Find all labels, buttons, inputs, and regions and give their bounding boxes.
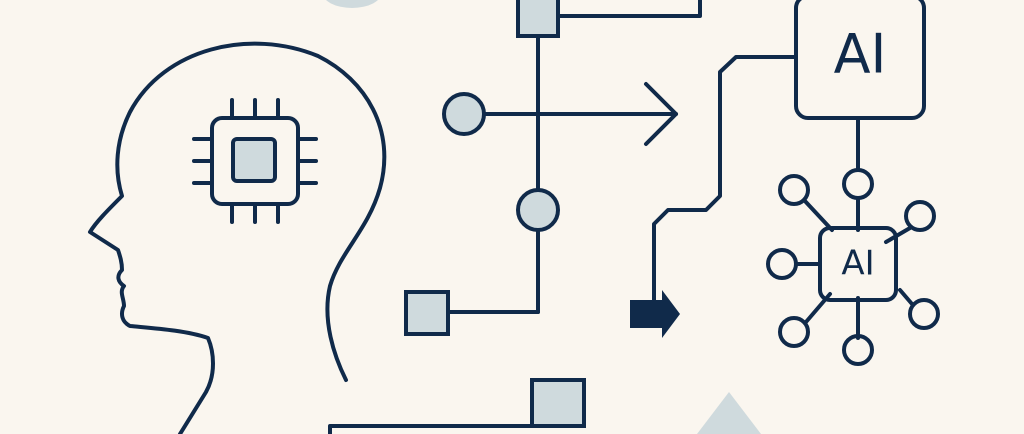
ai-network-hub-icon: AI bbox=[766, 116, 940, 366]
ai-box: AI bbox=[794, 0, 926, 120]
pointer-arrow-icon bbox=[630, 290, 680, 338]
circuit-node-circle-left bbox=[442, 92, 486, 136]
connector-line-ai bbox=[652, 55, 798, 312]
circuit-node-square-left bbox=[404, 290, 450, 336]
human-head-profile-icon bbox=[88, 41, 387, 434]
ai-box-label: AI bbox=[834, 23, 887, 86]
circuit-node-square-top bbox=[516, 0, 560, 38]
decorative-triangle bbox=[697, 392, 761, 434]
decorative-circle-top bbox=[326, 0, 378, 8]
microchip-icon bbox=[192, 98, 318, 224]
circuit-diagram bbox=[328, 0, 702, 434]
ai-hub-label: AI bbox=[841, 244, 874, 284]
right-arrow-icon bbox=[644, 82, 678, 146]
circuit-node-square-bottom bbox=[530, 378, 586, 428]
circuit-node-circle-middle bbox=[516, 188, 560, 232]
